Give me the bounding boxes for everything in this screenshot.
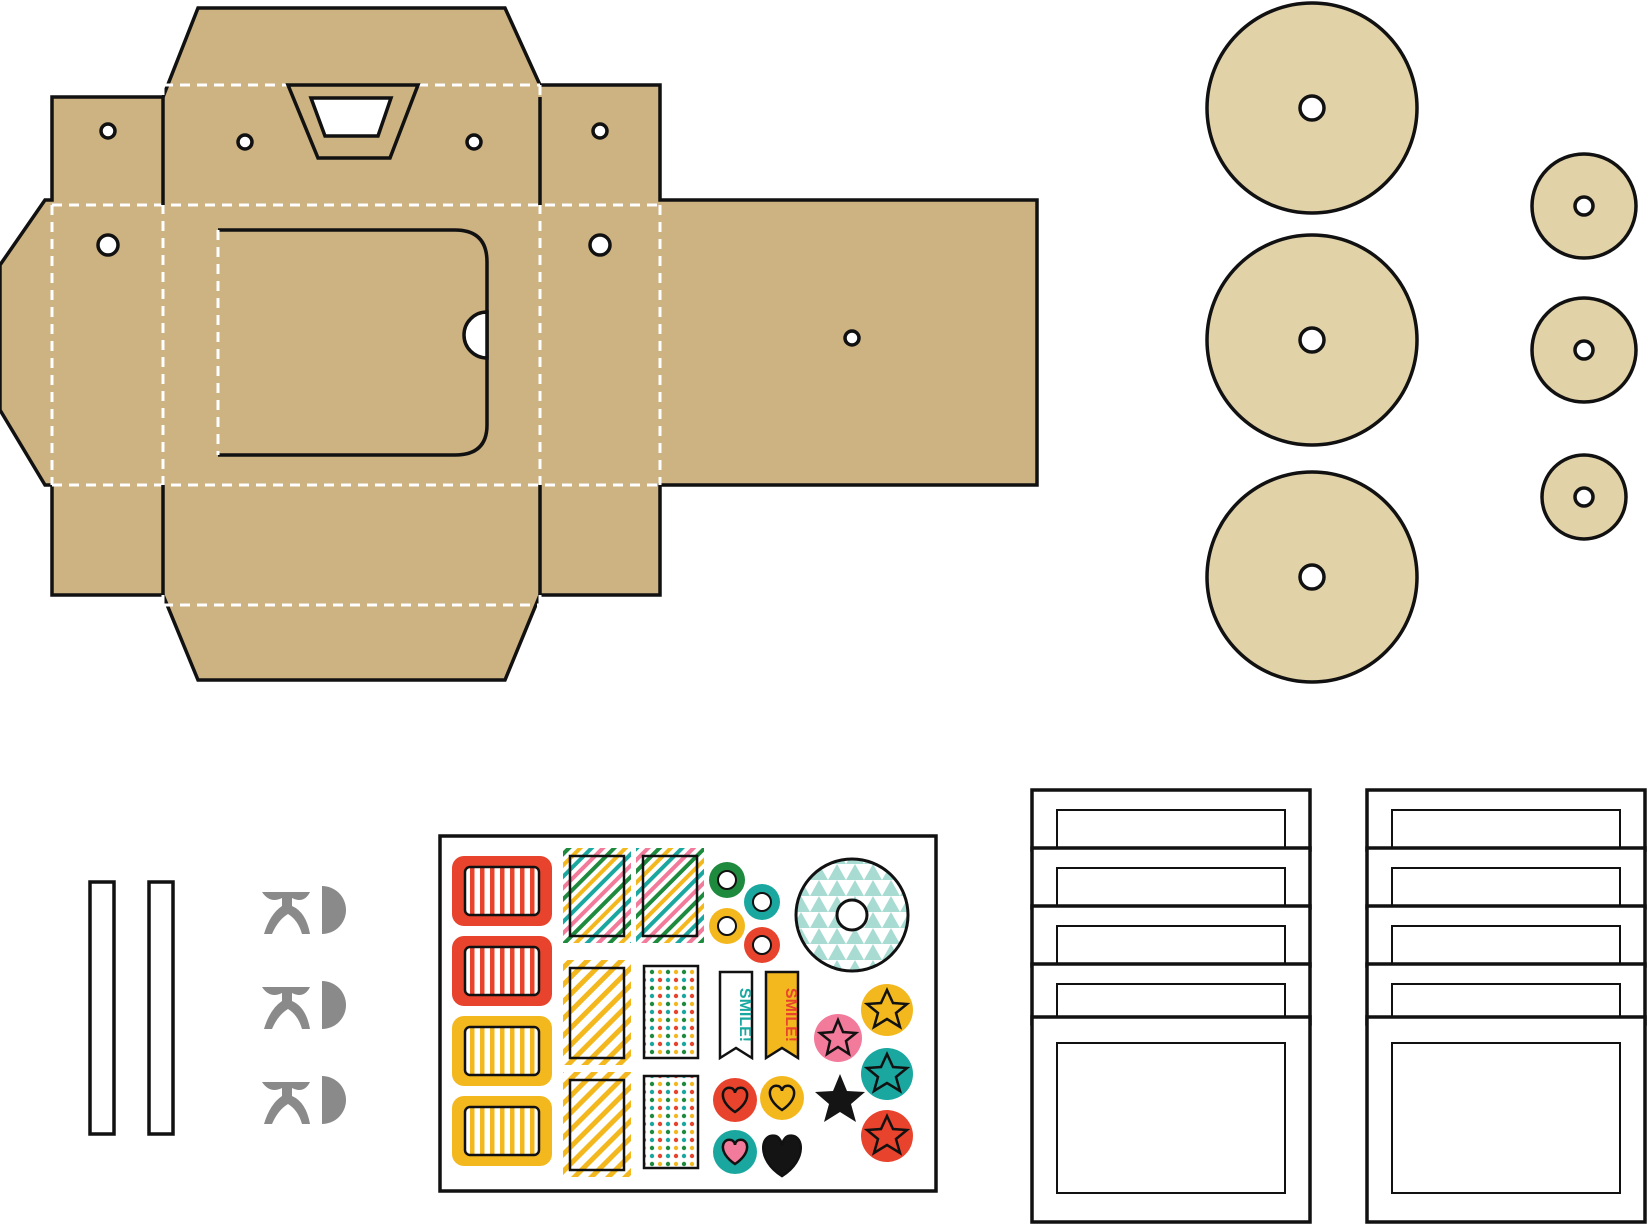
heart-stickers <box>713 1076 804 1178</box>
template-holes <box>96 122 861 347</box>
thumb-notch <box>462 310 489 360</box>
pattern-disc-sticker <box>794 857 910 973</box>
brad-fastener <box>262 1076 346 1124</box>
star-stickers <box>814 984 913 1162</box>
brad-fastener <box>262 981 346 1029</box>
smile-text-teal: SMILE! <box>736 988 753 1042</box>
box-template <box>0 6 1039 682</box>
brad-fastener <box>262 886 346 934</box>
film-frame-strip <box>1030 788 1312 1224</box>
paper-strips <box>88 880 175 1136</box>
box-template-body <box>0 6 1039 682</box>
paper-strip <box>88 880 116 1136</box>
smile-banner-teal: SMILE! <box>718 970 754 1061</box>
smile-text-orange: SMILE! <box>782 988 799 1042</box>
paper-strip <box>147 880 175 1136</box>
sticker-sheet: SMILE! SMILE! <box>438 834 938 1193</box>
smile-banner-orange: SMILE! <box>764 970 800 1061</box>
circle-stickers <box>709 862 780 963</box>
striped-frames <box>563 848 704 1177</box>
film-frame-strip <box>1365 788 1647 1224</box>
disc-holes <box>1298 94 1595 591</box>
brad-fasteners <box>262 886 346 1124</box>
viewfinder-cutout <box>285 83 421 160</box>
label-stickers <box>452 856 552 1166</box>
